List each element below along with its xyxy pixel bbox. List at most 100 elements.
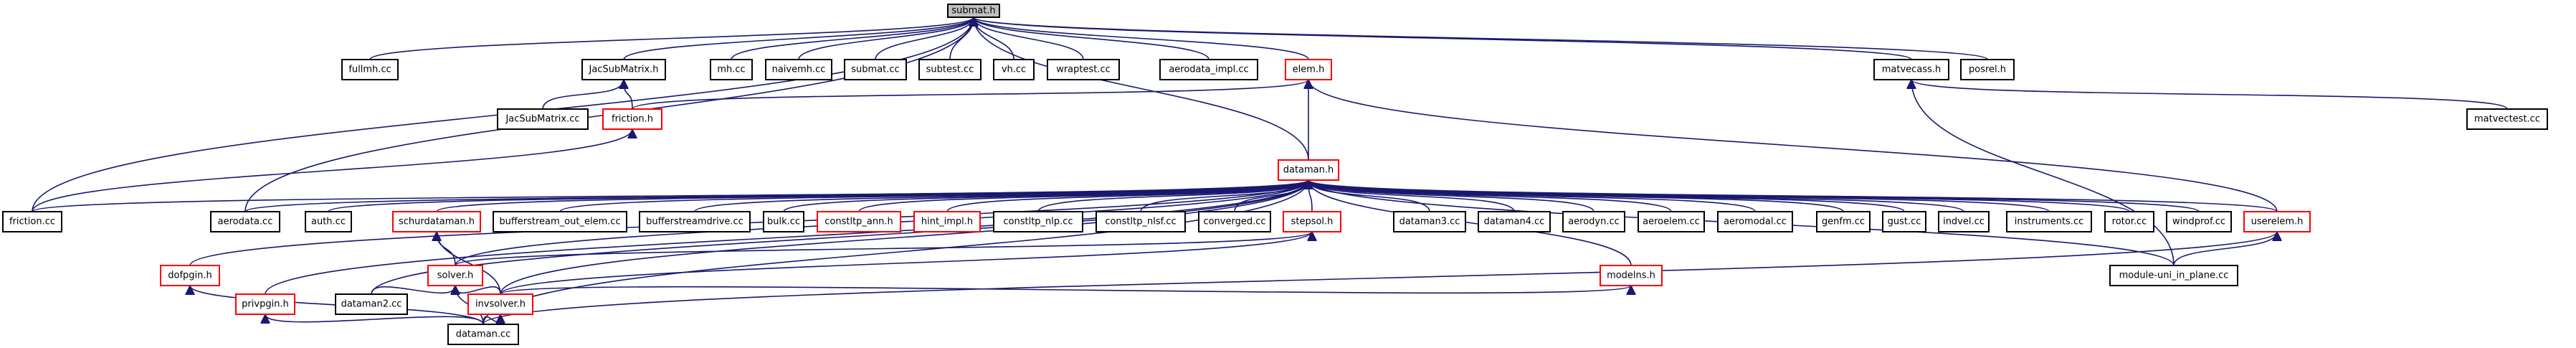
node-label: aerodata.cc	[218, 217, 273, 227]
node-submat-cc[interactable]: submat.cc	[844, 59, 907, 80]
node-label: submat.h	[951, 6, 995, 17]
node-box	[1717, 211, 1793, 232]
edge-dataman3_cc-to-dataman_h	[1308, 179, 1430, 212]
node-naivemh-cc[interactable]: naivemh.cc	[765, 59, 832, 80]
node-jacsubmatrix-cc[interactable]: JacSubMatrix.cc	[497, 108, 589, 130]
node-label: windprof.cc	[2172, 217, 2225, 227]
node-label: auth.cc	[311, 217, 346, 227]
node-box	[1816, 211, 1871, 232]
node-solver-h[interactable]: solver.h	[427, 265, 483, 286]
node-label: aerodata_impl.cc	[1169, 65, 1248, 75]
node-label: posrel.h	[1969, 65, 2006, 75]
node-fullmh-cc[interactable]: fullmh.cc	[341, 59, 399, 80]
node-vh-cc[interactable]: vh.cc	[993, 59, 1035, 80]
node-hint-impl-h[interactable]: hint_impl.h	[913, 211, 981, 232]
node-constltp-ann-h[interactable]: constltp_ann.h	[817, 211, 901, 232]
node-invsolver-h[interactable]: invsolver.h	[467, 293, 533, 315]
node-aeromodal-cc[interactable]: aeromodal.cc	[1717, 211, 1793, 232]
edge-invsolver_h-to-dataman_h	[500, 180, 1308, 295]
node-constltp-nlsf-cc[interactable]: constltp_nlsf.cc	[1095, 211, 1186, 232]
node-module-uni-in-plane-cc[interactable]: module-uni_in_plane.cc	[2109, 265, 2238, 286]
node-label: stepsol.h	[1291, 217, 1334, 227]
node-dataman2-cc[interactable]: dataman2.cc	[335, 293, 408, 315]
node-box	[2166, 211, 2232, 232]
node-aerodyn-cc[interactable]: aerodyn.cc	[1562, 211, 1625, 232]
node-aerodata-cc[interactable]: aerodata.cc	[210, 211, 280, 232]
node-auth-cc[interactable]: auth.cc	[305, 211, 352, 232]
node-bufferstream-out-elem-cc[interactable]: bufferstream_out_elem.cc	[493, 211, 627, 232]
node-label: indvel.cc	[1943, 217, 1985, 227]
node-label: aerodyn.cc	[1568, 217, 1620, 227]
node-box	[1095, 211, 1186, 232]
node-bufferstreamdrive-cc[interactable]: bufferstreamdrive.cc	[639, 211, 751, 232]
node-friction-h[interactable]: friction.h	[602, 108, 662, 130]
edge-constltp_ann_h-to-dataman_h	[858, 179, 1308, 212]
node-elem-h[interactable]: elem.h	[1285, 59, 1332, 80]
edge-dataman_h-to-submat_h	[974, 17, 1309, 161]
node-box	[918, 59, 982, 80]
edge-modelns_h-to-dataman_h	[1308, 179, 1632, 266]
node-label: friction.h	[612, 114, 653, 125]
node-box	[160, 265, 220, 286]
node-rotor-cc[interactable]: rotor.cc	[2104, 211, 2154, 232]
node-box	[2, 211, 62, 232]
node-aerodata-impl-cc[interactable]: aerodata_impl.cc	[1159, 59, 1258, 80]
edge-matvecass_h-to-submat_h	[974, 17, 1912, 60]
node-stepsol-h[interactable]: stepsol.h	[1283, 211, 1341, 232]
node-dofpgin-h[interactable]: dofpgin.h	[160, 265, 220, 286]
node-gust-cc[interactable]: gust.cc	[1882, 211, 1926, 232]
edge-aerodata_impl_cc-to-submat_h	[974, 17, 1209, 60]
node-subtest-cc[interactable]: subtest.cc	[918, 59, 982, 80]
edge-mh_cc-to-submat_h	[731, 17, 974, 60]
node-box	[817, 211, 901, 232]
node-dataman-cc[interactable]: dataman.cc	[447, 324, 519, 345]
node-box	[493, 211, 627, 232]
node-label: aeroelem.cc	[1643, 217, 1700, 227]
node-box	[467, 293, 533, 315]
node-dataman4-cc[interactable]: dataman4.cc	[1478, 211, 1551, 232]
node-instruments-cc[interactable]: instruments.cc	[2006, 211, 2092, 232]
edge-privpgin_h-to-dataman_h	[265, 180, 1308, 295]
node-label: genfm.cc	[1822, 217, 1865, 227]
node-modelns-h[interactable]: modelns.h	[1600, 265, 1663, 286]
node-box	[341, 59, 399, 80]
edge-friction_cc-to-friction_h	[32, 128, 632, 212]
node-indvel-cc[interactable]: indvel.cc	[1938, 211, 1990, 232]
node-privpgin-h[interactable]: privpgin.h	[235, 293, 295, 315]
node-box	[1393, 211, 1466, 232]
node-label: schurdataman.h	[399, 217, 475, 227]
node-box	[947, 4, 1000, 18]
node-dataman-h[interactable]: dataman.h	[1278, 159, 1339, 181]
node-dataman3-cc[interactable]: dataman3.cc	[1393, 211, 1466, 232]
node-label: converged.cc	[1203, 217, 1265, 227]
edge-bufferstream_out_elem_cc-to-dataman_h	[559, 179, 1308, 212]
node-wraptest-cc[interactable]: wraptest.cc	[1047, 59, 1120, 80]
node-userelem-h[interactable]: userelem.h	[2243, 211, 2311, 232]
node-box	[1478, 211, 1551, 232]
node-windprof-cc[interactable]: windprof.cc	[2166, 211, 2232, 232]
node-label: bufferstreamdrive.cc	[646, 217, 743, 227]
node-matvecass-h[interactable]: matvecass.h	[1873, 59, 1949, 80]
node-label: gust.cc	[1888, 217, 1921, 227]
node-jacsubmatrix-h[interactable]: JacSubMatrix.h	[581, 59, 666, 80]
edge-dataman4_cc-to-dataman_h	[1308, 179, 1515, 212]
node-label: wraptest.cc	[1056, 65, 1111, 75]
node-converged-cc[interactable]: converged.cc	[1198, 211, 1271, 232]
node-aeroelem-cc[interactable]: aeroelem.cc	[1638, 211, 1705, 232]
node-bulk-cc[interactable]: bulk.cc	[763, 211, 804, 232]
node-label: matvecass.h	[1882, 65, 1941, 75]
node-schurdataman-h[interactable]: schurdataman.h	[392, 211, 481, 232]
node-label: vh.cc	[1002, 65, 1026, 75]
node-friction-cc[interactable]: friction.cc	[2, 211, 62, 232]
node-box	[305, 211, 352, 232]
node-box	[602, 108, 662, 130]
node-mh-cc[interactable]: mh.cc	[710, 59, 753, 80]
node-box	[1283, 211, 1341, 232]
node-matvectest-cc[interactable]: matvectest.cc	[2466, 108, 2548, 130]
node-constltp-nlp-cc[interactable]: constltp_nlp.cc	[993, 211, 1083, 232]
node-label: bufferstream_out_elem.cc	[499, 217, 620, 227]
edge-solver_h-to-stepsol_h	[455, 231, 1312, 266]
node-posrel-h[interactable]: posrel.h	[1960, 59, 2015, 80]
node-genfm-cc[interactable]: genfm.cc	[1816, 211, 1871, 232]
